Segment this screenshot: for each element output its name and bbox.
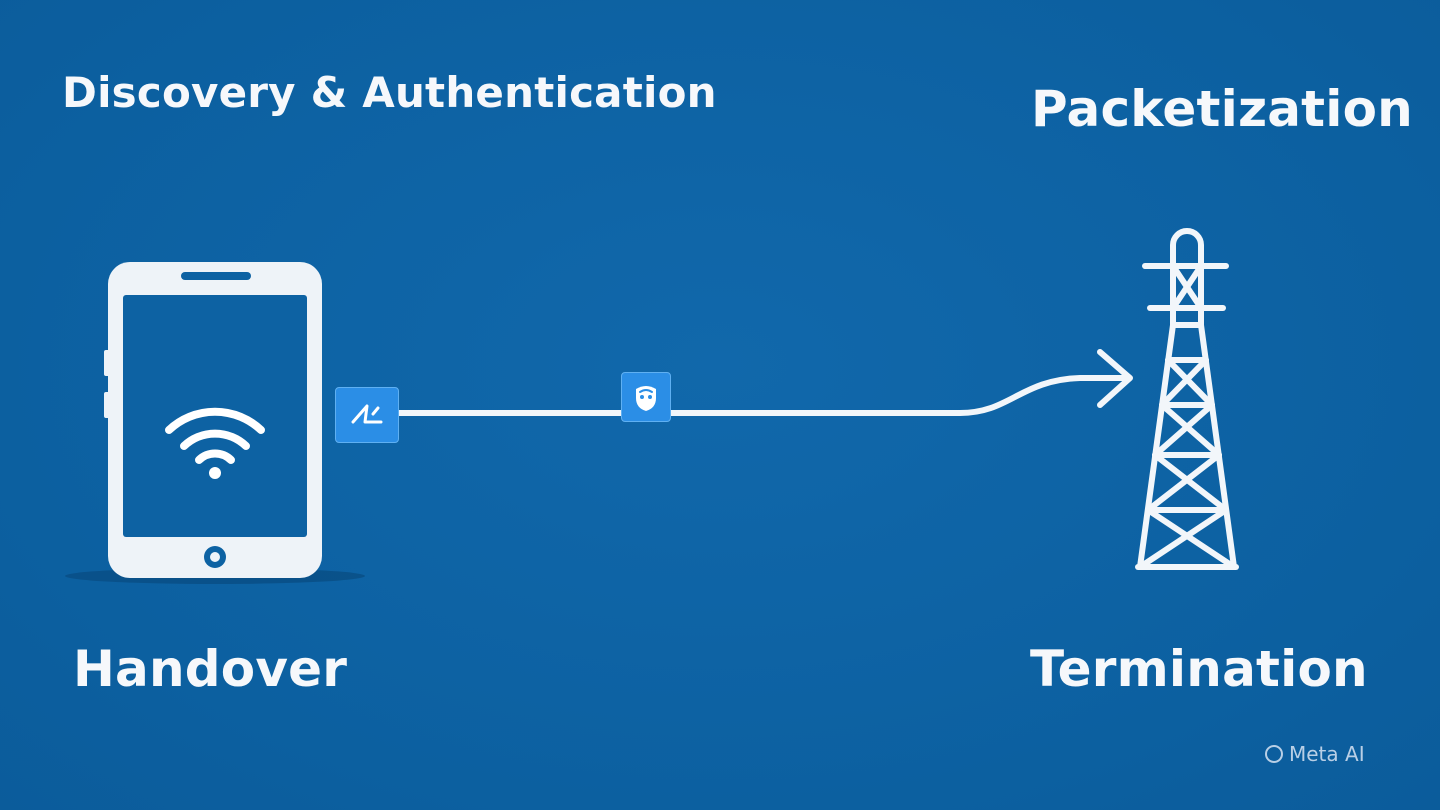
connection-line <box>394 375 1131 416</box>
label-handover: Handover <box>73 640 348 698</box>
tablet-icon <box>104 262 322 578</box>
arrow-right-icon <box>1097 349 1133 408</box>
signature-pen-icon <box>351 404 383 424</box>
shield-face-icon <box>636 386 656 411</box>
watermark-text: Meta AI <box>1289 742 1365 766</box>
label-discovery-authentication: Discovery & Authentication <box>62 68 717 117</box>
transmission-tower-icon <box>1135 228 1239 570</box>
label-packetization: Packetization <box>1031 80 1413 138</box>
auth-badge <box>335 387 399 443</box>
wifi-icon <box>165 407 265 464</box>
label-termination: Termination <box>1030 640 1368 698</box>
circle-ring-icon <box>1265 745 1283 763</box>
meta-ai-watermark: Meta AI <box>1265 742 1365 766</box>
handover-badge <box>621 372 671 422</box>
wifi-dot <box>209 467 221 479</box>
